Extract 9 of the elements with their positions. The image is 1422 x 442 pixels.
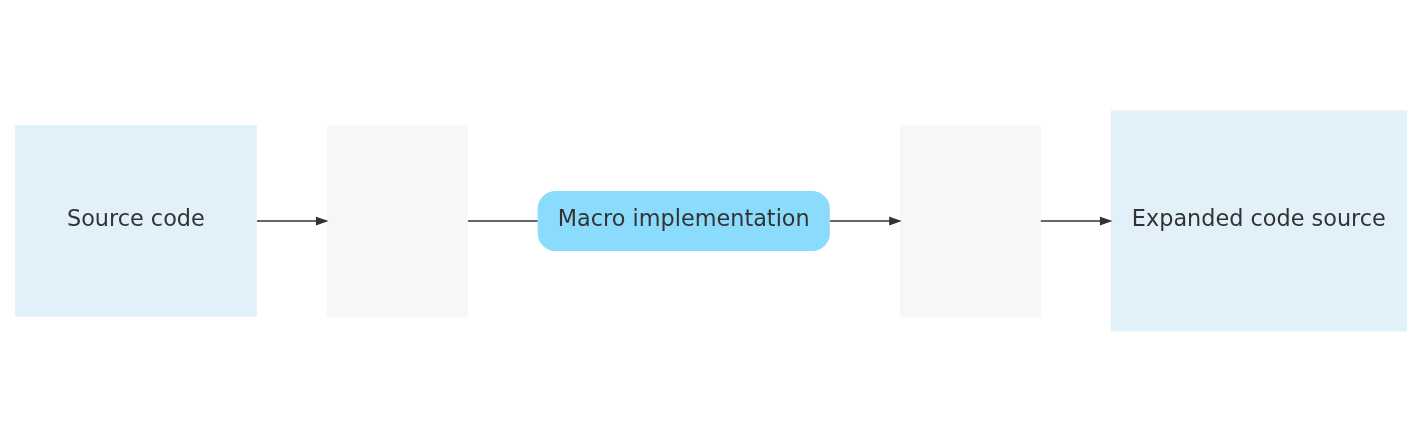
- node-box: Macro implementation: [537, 190, 830, 252]
- arrow: [256, 216, 329, 226]
- node-box: [326, 125, 468, 317]
- node-box: [899, 125, 1041, 317]
- node-box: Source code: [15, 125, 257, 317]
- arrow: [1040, 216, 1113, 226]
- arrow: [829, 216, 902, 226]
- node-box: Expanded code source: [1110, 110, 1407, 332]
- connector: [467, 220, 539, 222]
